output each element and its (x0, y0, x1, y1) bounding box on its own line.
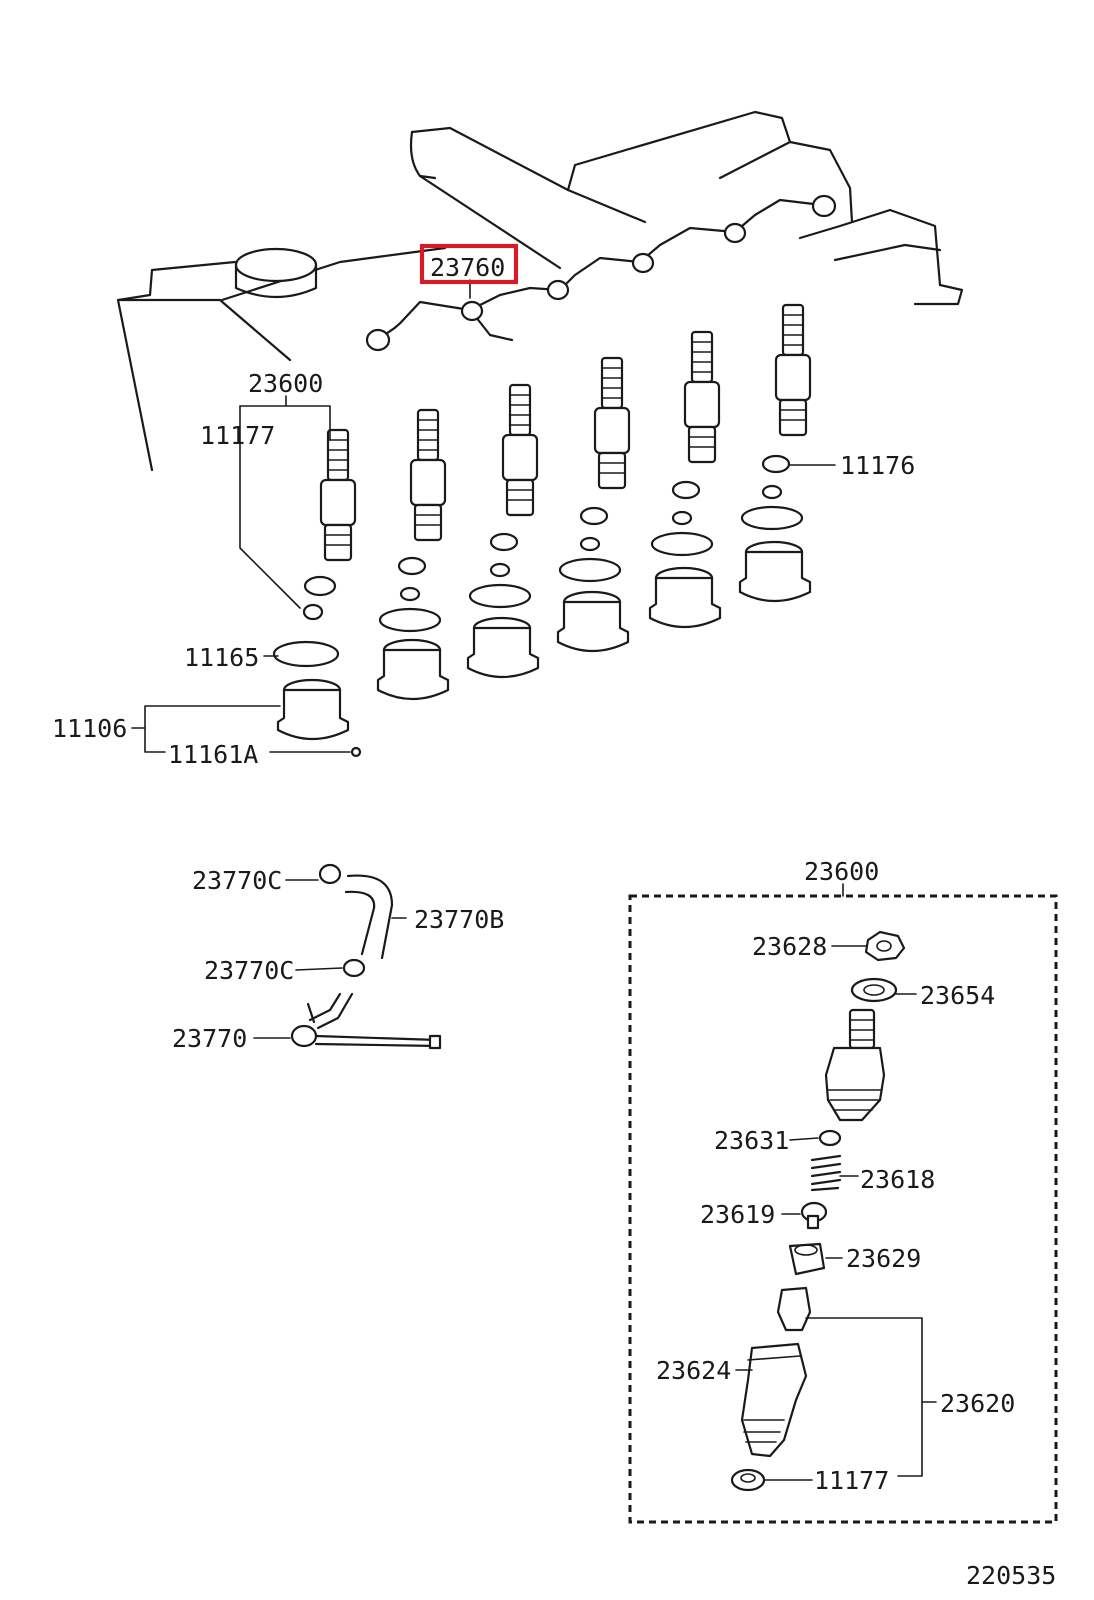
label-11165[interactable]: 11165 (184, 643, 259, 672)
label-23770c-upper[interactable]: 23770C (192, 866, 282, 895)
label-23629[interactable]: 23629 (846, 1244, 921, 1273)
detail-box (628, 883, 1058, 1524)
leak-hose-group (253, 863, 442, 1050)
label-23600-box[interactable]: 23600 (804, 857, 879, 886)
label-23770[interactable]: 23770 (172, 1024, 247, 1053)
label-23631[interactable]: 23631 (714, 1126, 789, 1155)
label-11106[interactable]: 11106 (52, 714, 127, 743)
label-11176[interactable]: 11176 (840, 451, 915, 480)
nozzle-3 (501, 383, 539, 517)
label-23770b[interactable]: 23770B (414, 905, 504, 934)
injection-pipe (365, 194, 837, 352)
highlight-box (420, 244, 518, 284)
figure-id: 220535 (966, 1561, 1056, 1590)
engine-head-outline (116, 110, 964, 472)
nozzle-6 (774, 303, 812, 437)
part-labels: 23760 23600 11177 11176 11165 11106 1116… (52, 253, 1056, 1590)
leader-lines-upper (131, 279, 836, 753)
nozzle-1 (319, 428, 357, 562)
label-23600-top[interactable]: 23600 (248, 369, 323, 398)
nozzle-4 (593, 356, 631, 490)
label-11177-top[interactable]: 11177 (200, 421, 275, 450)
label-23620[interactable]: 23620 (940, 1389, 1015, 1418)
label-11177-bottom[interactable]: 11177 (814, 1466, 889, 1495)
label-23619[interactable]: 23619 (700, 1200, 775, 1229)
nozzle-5 (683, 330, 721, 464)
label-23770c-lower[interactable]: 23770C (204, 956, 294, 985)
nozzle-2 (409, 408, 447, 542)
label-23618[interactable]: 23618 (860, 1165, 935, 1194)
label-23624[interactable]: 23624 (656, 1356, 731, 1385)
label-23760[interactable]: 23760 (430, 253, 505, 282)
label-11161a[interactable]: 11161A (168, 740, 258, 769)
label-23628[interactable]: 23628 (752, 932, 827, 961)
label-23654[interactable]: 23654 (920, 981, 995, 1010)
nozzle-row (319, 303, 812, 562)
holder-stacks (269, 454, 812, 758)
